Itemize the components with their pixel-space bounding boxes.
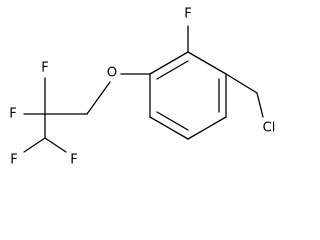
cf2-fluorine-top-label: F xyxy=(41,61,48,76)
structure-canvas: F O Cl F F F F xyxy=(9,7,276,168)
ring-bond-c5-c6 xyxy=(149,116,189,140)
ring-bond-c1-c2 xyxy=(149,51,189,75)
bond-chf2-f-left xyxy=(23,137,46,153)
cf2-fluorine-left-label: F xyxy=(9,107,16,122)
bond-chf2-f-right xyxy=(44,137,67,153)
ring-bond-c4-c5 xyxy=(187,116,227,140)
ring-double-bond-c5-c6 xyxy=(156,111,189,131)
molecule-structure: F O Cl F F F F xyxy=(9,7,276,168)
ring-fluorine-label: F xyxy=(184,7,191,22)
chlorine-label: Cl xyxy=(263,121,276,136)
benzene-ring xyxy=(149,51,227,140)
bond-c4-ch2 xyxy=(225,73,258,94)
chf2-fluorine-left-label: F xyxy=(10,153,17,168)
bond-o-ch2 xyxy=(86,81,111,115)
ring-double-bond-c1-c2 xyxy=(156,60,189,80)
bond-ch2-cl xyxy=(256,92,264,118)
ring-bond-c2-c3 xyxy=(187,51,227,75)
ether-oxygen-label: O xyxy=(107,66,117,81)
chf2-fluorine-right-label: F xyxy=(70,153,77,168)
